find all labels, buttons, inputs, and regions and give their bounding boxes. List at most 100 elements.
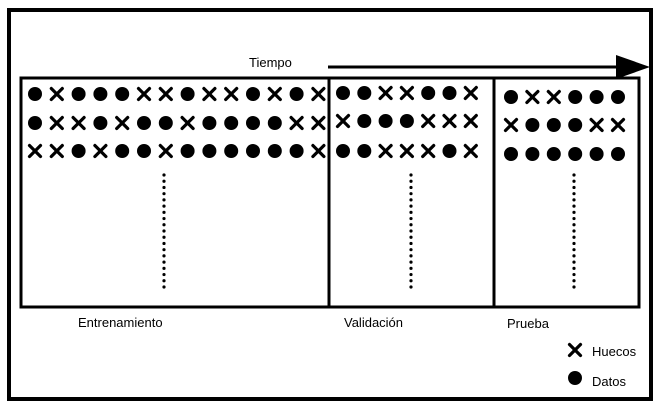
dato-mark-validacion <box>442 86 457 100</box>
hueco-mark-prueba <box>525 89 540 105</box>
legend-hueco-icon <box>567 342 583 358</box>
hueco-mark-entrenamiento <box>115 115 130 131</box>
dato-mark-entrenamiento <box>224 116 239 130</box>
section-label-entrenamiento: Entrenamiento <box>78 315 163 330</box>
hueco-mark-entrenamiento <box>49 115 64 131</box>
dato-mark-prueba <box>568 90 583 104</box>
dato-mark-prueba <box>546 118 561 132</box>
continuation-dot-entrenamiento <box>162 216 166 221</box>
dato-mark-entrenamiento <box>115 144 130 158</box>
continuation-dot-entrenamiento <box>162 192 166 196</box>
continuation-dot-validacion <box>409 223 413 227</box>
continuation-dot-prueba <box>572 179 576 183</box>
dato-mark-prueba <box>525 118 540 132</box>
continuation-dot-validacion <box>409 279 413 283</box>
dato-mark-entrenamiento <box>158 116 173 130</box>
dato-mark-entrenamiento <box>289 144 304 158</box>
continuation-dot-prueba <box>572 198 576 202</box>
dato-mark-prueba <box>589 90 604 104</box>
continuation-dot-prueba <box>572 285 576 289</box>
dato-mark-validacion <box>357 114 372 128</box>
hueco-mark-prueba <box>503 117 519 133</box>
continuation-dot-prueba <box>572 173 576 177</box>
hueco-mark-prueba <box>589 117 604 133</box>
hueco-mark-prueba <box>546 89 561 105</box>
continuation-dot-entrenamiento <box>162 260 166 264</box>
continuation-dot-entrenamiento <box>162 272 166 277</box>
hueco-mark-entrenamiento <box>311 115 326 131</box>
continuation-dot-validacion <box>409 198 413 202</box>
outer-frame <box>7 8 653 401</box>
section-box-entrenamiento <box>19 76 331 309</box>
continuation-dot-prueba <box>572 216 576 221</box>
continuation-dot-prueba <box>572 241 576 246</box>
dato-mark-entrenamiento <box>246 87 260 101</box>
dato-mark-entrenamiento <box>28 116 42 130</box>
dato-mark-entrenamiento <box>93 116 108 130</box>
continuation-dot-prueba <box>572 223 576 227</box>
continuation-dot-validacion <box>409 254 413 258</box>
dato-mark-validacion <box>357 144 372 158</box>
hueco-mark-validacion <box>399 143 414 159</box>
section-box-prueba <box>492 76 641 309</box>
dato-mark-entrenamiento <box>28 87 42 101</box>
continuation-dot-entrenamiento <box>162 173 166 177</box>
hueco-mark-entrenamiento <box>311 143 326 159</box>
hueco-mark-entrenamiento <box>158 143 173 159</box>
continuation-dot-validacion <box>409 266 413 270</box>
dato-mark-validacion <box>378 114 393 128</box>
continuation-dot-entrenamiento <box>162 248 166 252</box>
continuation-dot-validacion <box>409 248 413 252</box>
hueco-mark-validacion <box>463 143 478 159</box>
time-arrow-head <box>616 55 650 79</box>
dato-mark-entrenamiento <box>224 144 239 158</box>
continuation-dot-prueba <box>572 260 576 264</box>
dato-mark-entrenamiento <box>246 116 260 130</box>
continuation-dot-validacion <box>409 260 413 264</box>
hueco-mark-entrenamiento <box>224 86 239 102</box>
dato-mark-validacion <box>399 114 414 128</box>
continuation-dot-prueba <box>572 229 576 233</box>
hueco-mark-validacion <box>399 85 414 101</box>
continuation-dot-prueba <box>572 279 576 283</box>
dato-mark-entrenamiento <box>246 144 260 158</box>
continuation-dot-validacion <box>409 173 413 177</box>
legend-dato-icon <box>568 371 582 385</box>
dato-mark-prueba <box>504 147 518 161</box>
marks-layer <box>27 85 626 385</box>
continuation-dot-prueba <box>572 192 576 196</box>
legend-label-huecos: Huecos <box>592 344 637 359</box>
continuation-dot-validacion <box>409 241 413 246</box>
continuation-dot-validacion <box>409 216 413 221</box>
dato-mark-validacion <box>442 144 457 158</box>
hueco-mark-entrenamiento <box>27 143 43 159</box>
hueco-mark-entrenamiento <box>267 86 282 102</box>
continuation-dot-validacion <box>409 210 413 214</box>
continuation-dot-entrenamiento <box>162 285 166 289</box>
dato-mark-prueba <box>568 147 583 161</box>
continuation-dot-entrenamiento <box>162 198 166 202</box>
continuation-dot-entrenamiento <box>162 223 166 227</box>
dato-mark-entrenamiento <box>180 87 195 101</box>
dato-mark-entrenamiento <box>71 87 86 101</box>
continuation-dot-entrenamiento <box>162 210 166 214</box>
continuation-dot-validacion <box>409 229 413 233</box>
hueco-mark-entrenamiento <box>311 86 326 102</box>
continuation-dot-entrenamiento <box>162 266 166 270</box>
continuation-dot-entrenamiento <box>162 229 166 233</box>
dato-mark-validacion <box>421 86 436 100</box>
continuation-dot-prueba <box>572 266 576 270</box>
continuation-dot-validacion <box>409 192 413 196</box>
hueco-mark-validacion <box>463 113 478 129</box>
dato-mark-entrenamiento <box>267 144 282 158</box>
hueco-mark-validacion <box>421 143 436 159</box>
continuation-dot-prueba <box>572 204 576 208</box>
continuation-dot-validacion <box>409 179 413 183</box>
continuation-dot-entrenamiento <box>162 254 166 258</box>
dato-mark-prueba <box>504 90 518 104</box>
continuation-dot-prueba <box>572 254 576 258</box>
dato-mark-entrenamiento <box>267 116 282 130</box>
dato-mark-entrenamiento <box>115 87 130 101</box>
time-label: Tiempo <box>249 55 292 70</box>
